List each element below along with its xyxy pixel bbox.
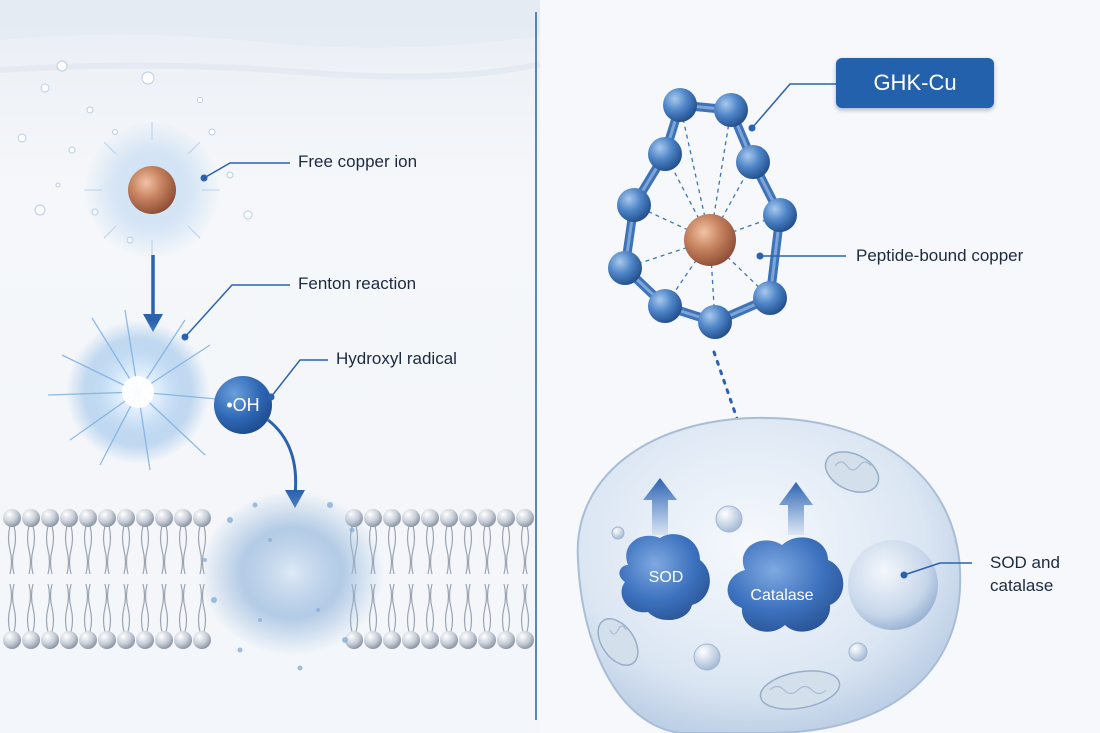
- attack-arrow: [267, 418, 298, 496]
- badge-leader: [751, 83, 836, 129]
- membrane-damage: [200, 491, 384, 655]
- hydroxyl-radical: [214, 376, 272, 434]
- sod-up-arrow: [643, 478, 677, 535]
- hydroxyl-leader: [270, 359, 328, 398]
- peptide-bound-copper: [684, 214, 736, 266]
- catalase-up-arrow: [779, 482, 813, 535]
- sod-label: SOD: [648, 569, 684, 586]
- water-droplets: [17, 60, 253, 244]
- free-copper-leader: [203, 162, 290, 179]
- free-copper-label: Free copper ion: [298, 152, 418, 171]
- catalase-enzyme: [727, 537, 844, 632]
- enzymes-label-line2: catalase: [990, 576, 1054, 595]
- membrane-debris: [203, 502, 355, 671]
- catalase-label: Catalase: [750, 587, 814, 604]
- organelle: [848, 540, 938, 630]
- water-surface: [0, 0, 540, 48]
- hydroxyl-label: Hydroxyl radical: [336, 349, 457, 368]
- peptide-label: Peptide-bound copper: [856, 246, 1024, 265]
- vesicles: [611, 505, 868, 671]
- delivery-arrow: [712, 350, 754, 464]
- copper-rays: [84, 122, 220, 258]
- free-copper-ion: [128, 166, 176, 214]
- sod-enzyme: [619, 534, 710, 621]
- fenton-label: Fenton reaction: [298, 274, 417, 293]
- fenton-leader: [184, 284, 290, 338]
- peptide-ring: [608, 88, 797, 339]
- enzymes-leader: [903, 562, 972, 576]
- ghk-cu-badge: GHK-Cu: [836, 58, 994, 108]
- hydroxyl-symbol: •OH: [226, 395, 260, 415]
- enzymes-label-line1: SOD and: [990, 553, 1060, 572]
